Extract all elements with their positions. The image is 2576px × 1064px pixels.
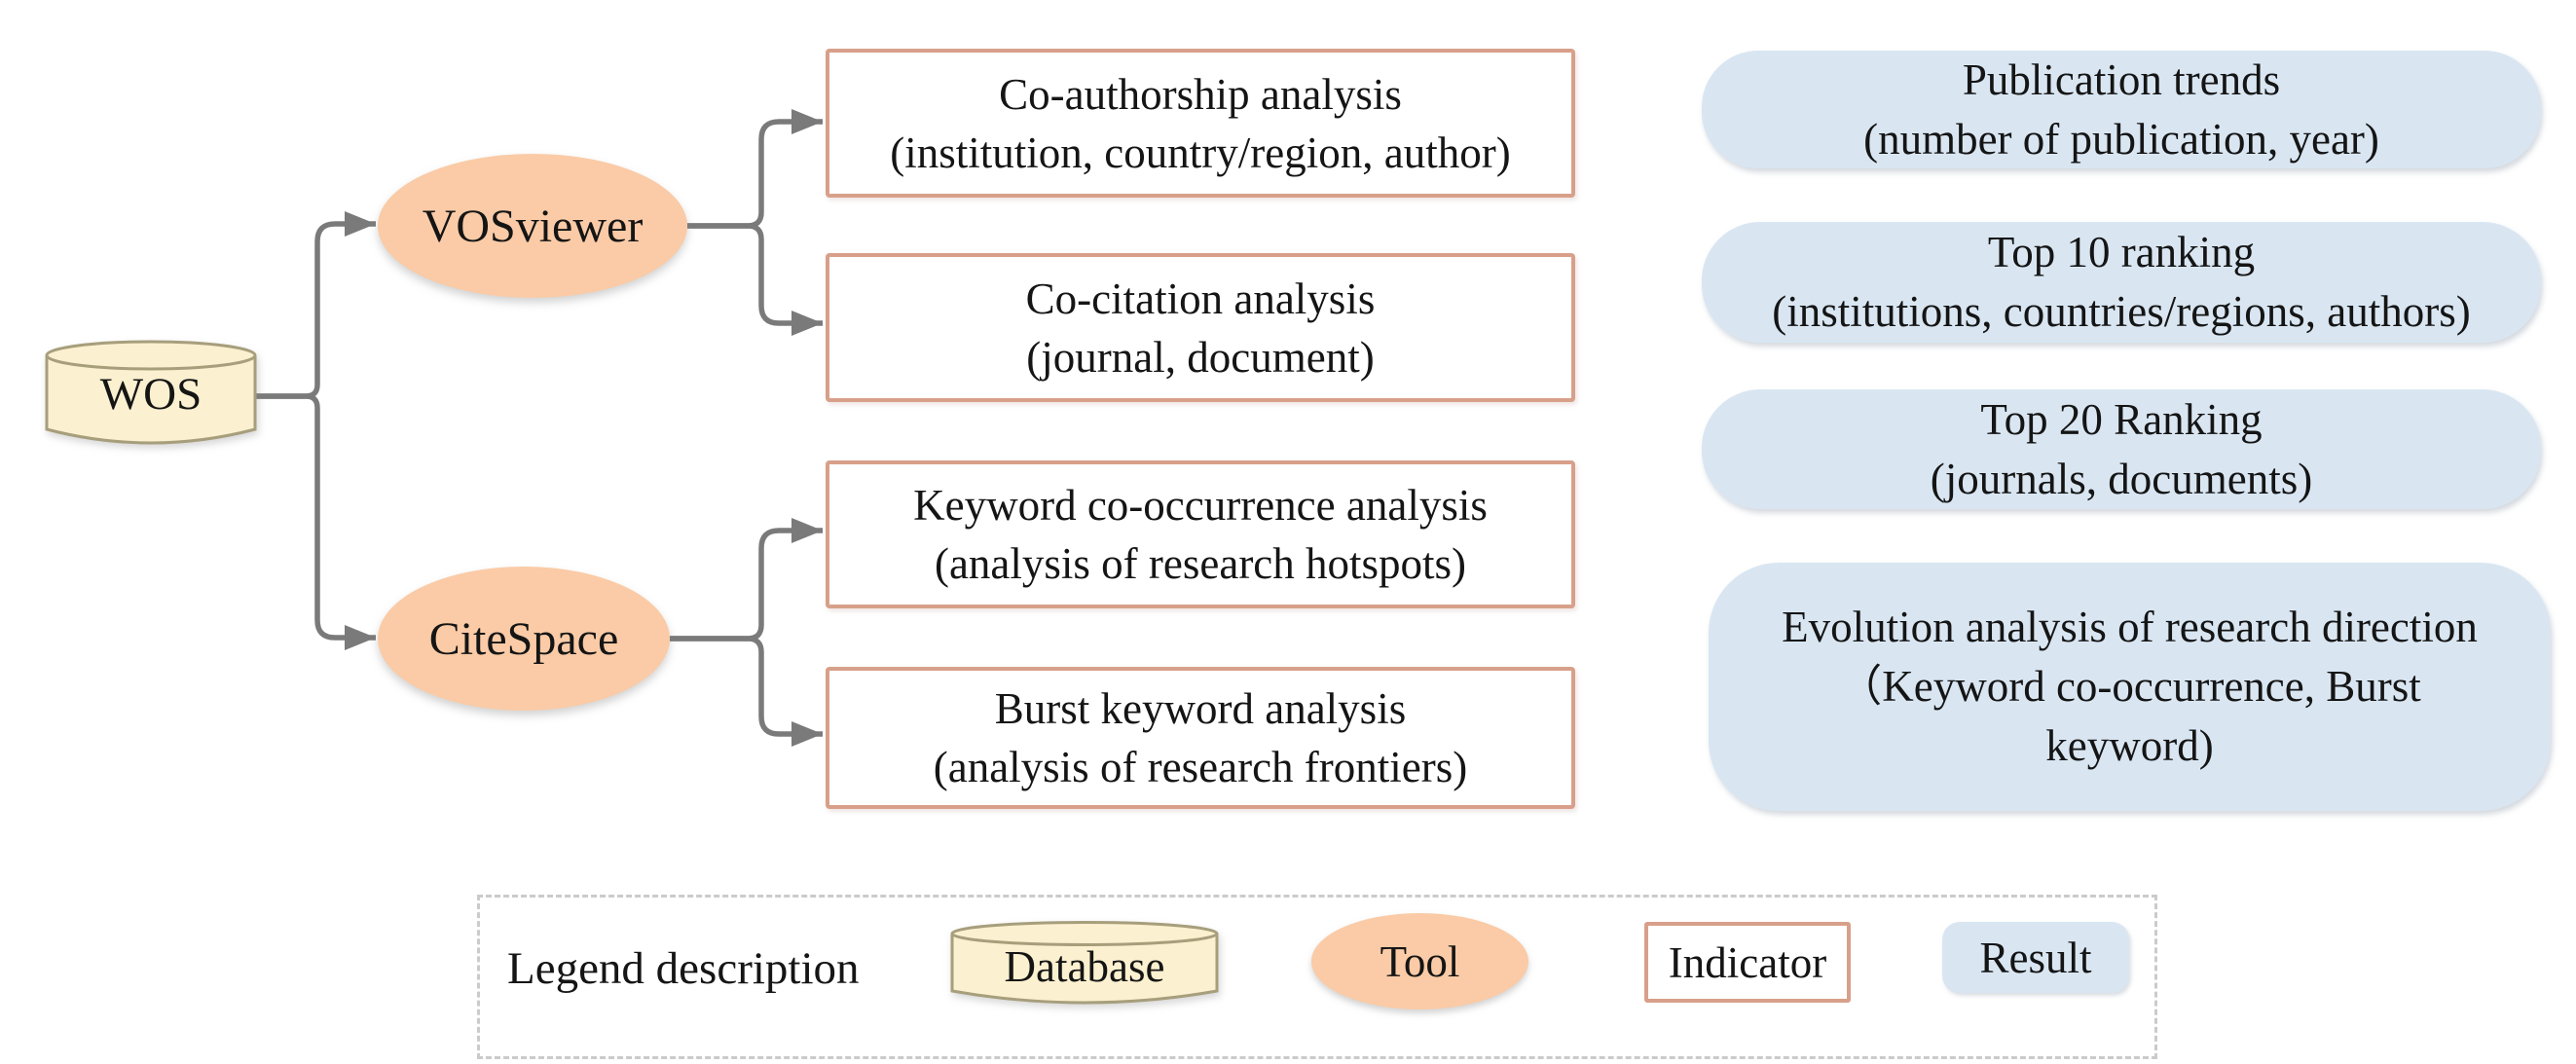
cylinder-shape (45, 340, 257, 445)
connector-citespace-to-keyword (670, 518, 823, 642)
indicator-box-cocitation: Co-citation analysis (journal, document) (826, 253, 1575, 402)
legend-title: Legend description (507, 943, 860, 994)
result-line: Top 10 ranking (1987, 228, 2256, 276)
connector-wos-to-citespace (256, 393, 376, 650)
result-box-evolution-analysis: Evolution analysis of research direction… (1709, 563, 2551, 811)
tool-ellipse-citespace: CiteSpace (378, 567, 670, 711)
result-line: keyword) (2045, 721, 2214, 770)
database-cylinder-wos: WOS (44, 339, 258, 450)
legend-database-label: Database (1004, 942, 1165, 991)
result-line: (institutions, countries/regions, author… (1772, 287, 2471, 336)
result-line: Top 20 Ranking (1980, 394, 2263, 444)
indicator-line: Keyword co-occurrence analysis (913, 481, 1488, 530)
indicator-line: Burst keyword analysis (994, 684, 1407, 733)
connector-citespace-to-burst (670, 636, 823, 747)
legend-indicator-label: Indicator (1668, 937, 1827, 987)
legend-database-cylinder: Database (949, 920, 1220, 1009)
legend-indicator-box: Indicator (1644, 922, 1851, 1003)
indicator-box-keyword-cooccurrence: Keyword co-occurrence analysis (analysis… (826, 460, 1575, 608)
connector-vosviewer-to-cocitation (687, 223, 823, 336)
connector-vosviewer-to-coauthorship (687, 109, 823, 229)
legend-tool-label: Tool (1380, 936, 1460, 986)
tool-label-citespace: CiteSpace (428, 612, 619, 665)
result-line: Evolution analysis of research direction (1782, 603, 2478, 651)
result-box-publication-trends: Publication trends (number of publicatio… (1702, 51, 2541, 168)
result-box-top10-ranking: Top 10 ranking (institutions, countries/… (1702, 222, 2541, 343)
legend-box (477, 895, 2157, 1059)
result-line: (number of publication, year) (1863, 114, 2379, 164)
indicator-line: (analysis of research frontiers) (933, 743, 1468, 791)
indicator-line: (analysis of research hotspots) (934, 539, 1467, 588)
indicator-line: Co-citation analysis (1025, 274, 1376, 323)
connector-wos-to-vosviewer (256, 211, 376, 399)
legend-tool-ellipse: Tool (1311, 913, 1528, 1009)
indicator-line: (institution, country/region, author) (890, 128, 1511, 177)
indicator-line: (journal, document) (1026, 332, 1375, 382)
legend-result-label: Result (1979, 933, 2092, 982)
tool-ellipse-vosviewer: VOSviewer (378, 154, 687, 298)
database-label: WOS (99, 369, 202, 420)
result-line: (journals, documents) (1930, 454, 2313, 503)
indicator-box-coauthorship: Co-authorship analysis (institution, cou… (826, 49, 1575, 198)
cylinder-shape (950, 921, 1219, 1005)
result-box-top20-ranking: Top 20 Ranking (journals, documents) (1702, 389, 2541, 509)
result-line: （Keyword co-occurrence, Burst (1838, 662, 2421, 711)
indicator-box-burst-keyword: Burst keyword analysis (analysis of rese… (826, 667, 1575, 809)
tool-label-vosviewer: VOSviewer (422, 200, 644, 252)
legend-result-box: Result (1942, 922, 2129, 993)
result-line: Publication trends (1962, 55, 2281, 104)
indicator-line: Co-authorship analysis (999, 69, 1402, 119)
